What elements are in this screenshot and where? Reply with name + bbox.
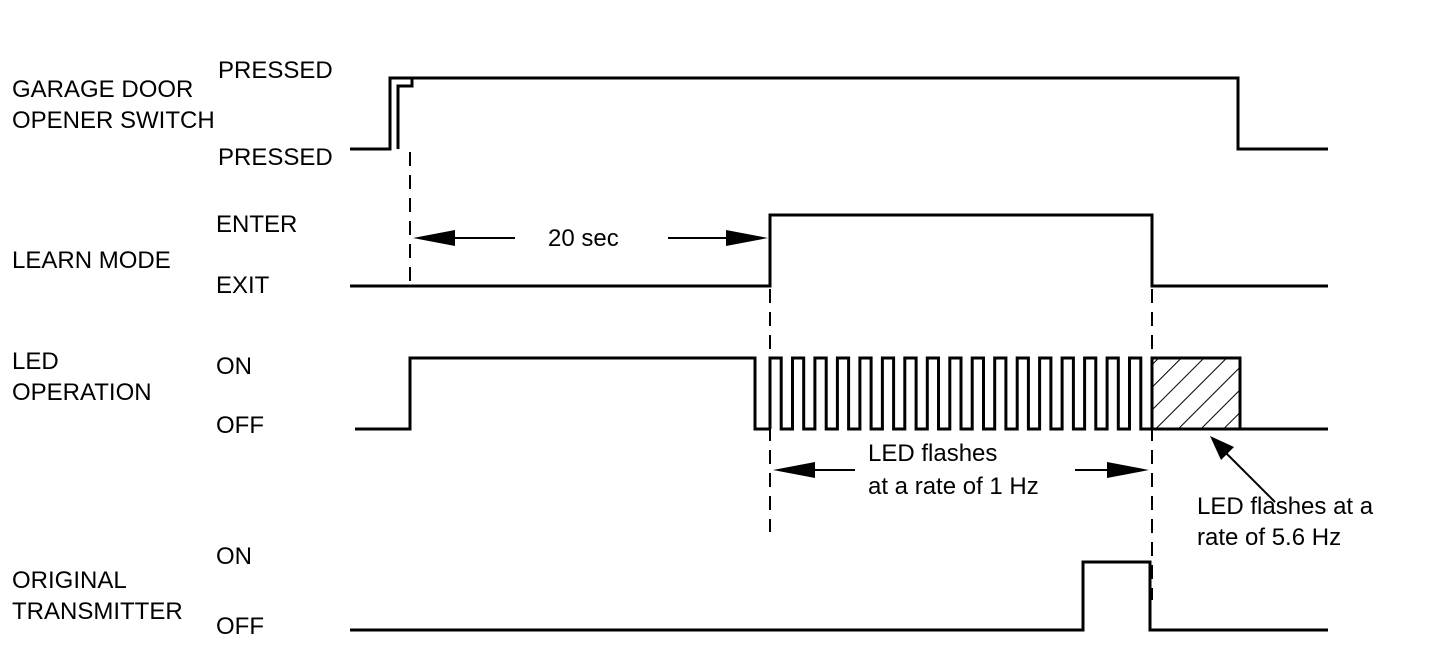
delay-label: 20 sec [548,225,619,252]
fast-flash-callout-arrowhead [1210,436,1234,460]
transmitter-signal-name-line1: ORIGINAL [12,567,127,594]
transmitter-waveform [350,560,1328,632]
slow-flash-arrow-left-head [773,462,815,478]
garage-signal-name-line1: GARAGE DOOR [12,76,193,103]
learn-mode-signal-name: LEARN MODE [12,247,171,274]
slow-flash-arrow-right-head [1107,462,1149,478]
learn-mode-low-label: EXIT [216,272,270,299]
transmitter-low-label: OFF [216,613,264,640]
learn-mode-waveform [350,213,1328,288]
fast-flash-label-line1: LED flashes at a [1197,493,1374,520]
led-high-label: ON [216,353,252,380]
led-signal-name-line2: OPERATION [12,379,152,406]
delay-arrow-left-head [413,230,455,246]
delay-arrow-right-head [726,230,768,246]
transmitter-signal-name-line2: TRANSMITTER [12,598,183,625]
garage-waveform [350,76,1328,151]
fast-flash-hatched-region [1150,356,1242,431]
learn-mode-high-label: ENTER [216,211,297,238]
led-waveform-initial [355,356,770,431]
led-low-label: OFF [216,412,264,439]
fast-flash-label-line2: rate of 5.6 Hz [1197,524,1341,551]
garage-waveform-inner-edge [396,78,414,149]
garage-low-label: PRESSED [218,144,333,171]
slow-flash-label-line2: at a rate of 1 Hz [868,473,1039,500]
led-pulse-train [768,356,1154,431]
fast-flash-callout-leader [1224,451,1276,503]
transmitter-high-label: ON [216,543,252,570]
garage-signal-name-line2: OPENER SWITCH [12,107,215,134]
slow-flash-label-line1: LED flashes [868,440,997,467]
led-signal-name-line1: LED [12,348,59,375]
garage-high-label: PRESSED [218,57,333,84]
